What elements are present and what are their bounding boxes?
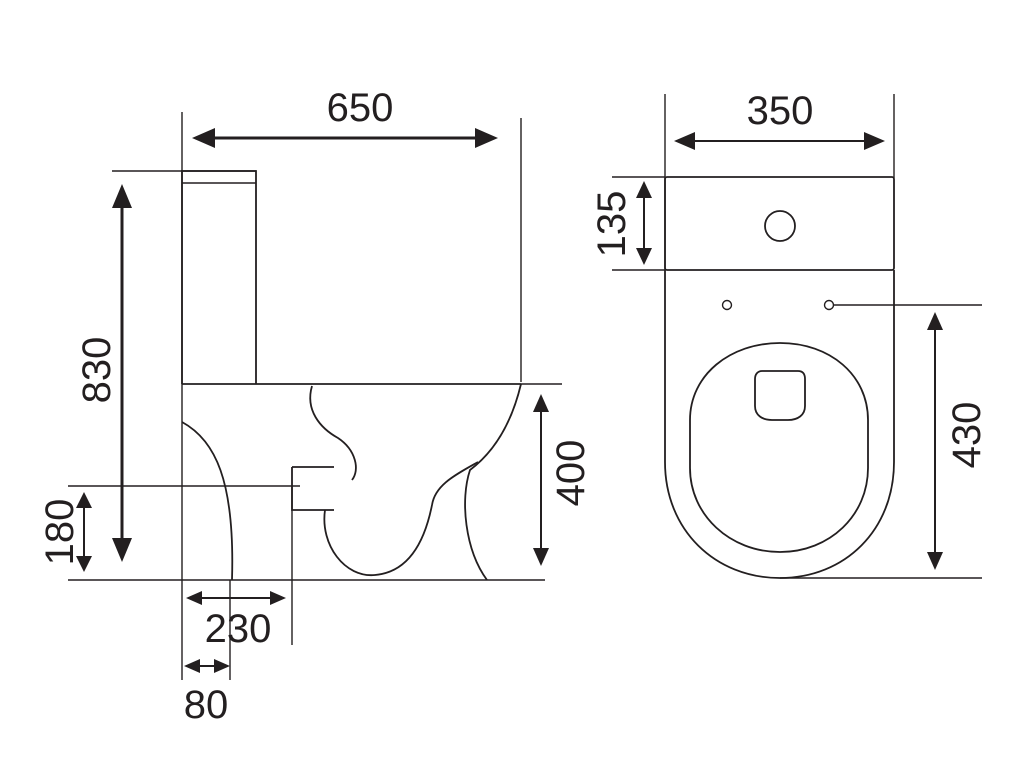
dim-180: 180 [38,492,92,572]
bowl-top [664,270,895,579]
dim-430: 430 [927,312,989,570]
label-650: 650 [327,86,394,130]
tank-side [181,170,257,384]
flush-button-icon [764,210,796,242]
label-350: 350 [747,89,814,133]
dim-230: 230 [186,591,286,651]
label-400: 400 [549,440,593,507]
hinge-right-icon [823,299,835,311]
dim-400: 400 [533,394,593,566]
label-830: 830 [75,337,119,404]
dim-135: 135 [590,181,652,265]
label-135: 135 [590,191,634,258]
label-230: 230 [205,607,272,651]
top-view: 350 135 430 [590,89,989,579]
dim-350: 350 [674,89,885,150]
bowl-side [181,383,522,581]
label-430: 430 [945,402,989,469]
dim-650: 650 [192,86,498,148]
dim-830: 830 [75,184,132,562]
tank-top [664,176,895,271]
dim-80: 80 [184,659,230,727]
hinge-left-icon [721,299,733,311]
side-view: 650 830 400 180 230 [38,86,593,727]
label-180: 180 [38,499,82,566]
label-80: 80 [184,683,229,727]
